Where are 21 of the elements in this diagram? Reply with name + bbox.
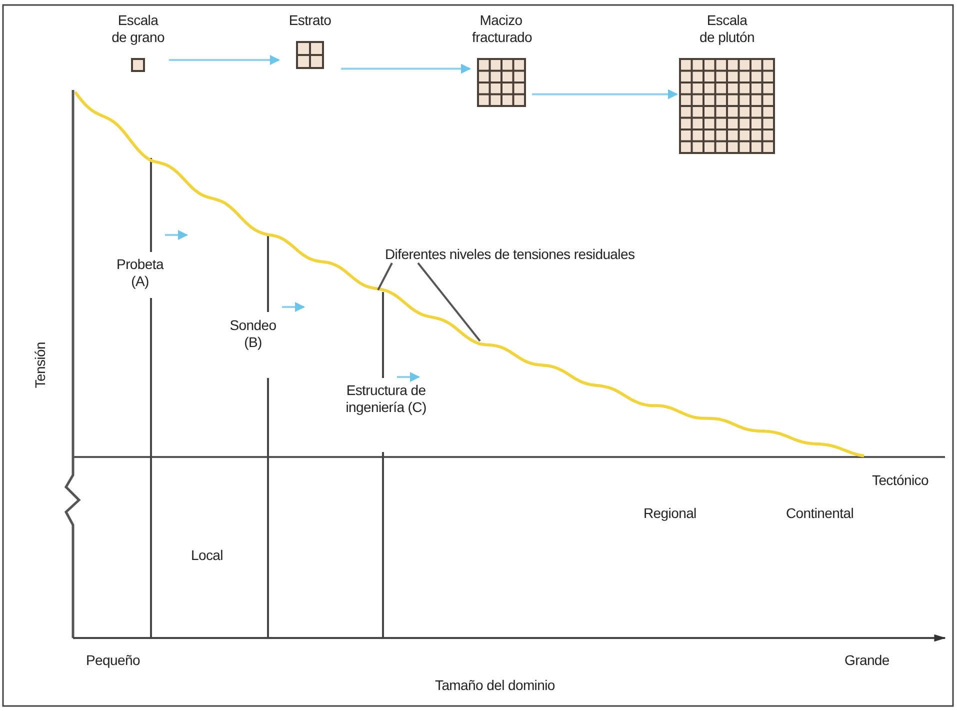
scale-label: Macizo fracturado: [472, 12, 530, 46]
measurement-label: Probeta (A): [116, 256, 165, 290]
arrow: [341, 64, 471, 74]
scale-label: Escala de plutón: [698, 12, 756, 46]
axis-title: Tensión: [32, 342, 48, 388]
arrow: [169, 55, 280, 65]
domain-label: Continental: [786, 505, 854, 522]
leader-line: [417, 262, 481, 342]
axis-tick-label: Pequeño: [86, 652, 140, 669]
callout-text: Diferentes niveles de tensiones residuales: [385, 246, 635, 263]
arrow: [532, 89, 678, 100]
axis-title: Tamaño del dominio: [435, 677, 555, 694]
scale-label: Escala de grano: [110, 12, 166, 46]
domain-label: Local: [191, 547, 223, 564]
domain-label: Regional: [644, 505, 696, 522]
domain-label: Tectónico: [872, 472, 928, 489]
leader-line: [377, 262, 393, 290]
measurement-label: Sondeo (B): [228, 317, 278, 351]
measurement-label: Estructura de ingeniería (C): [344, 382, 428, 416]
axis-tick-label: Grande: [844, 652, 890, 669]
scale-label: Estrato: [288, 12, 332, 29]
